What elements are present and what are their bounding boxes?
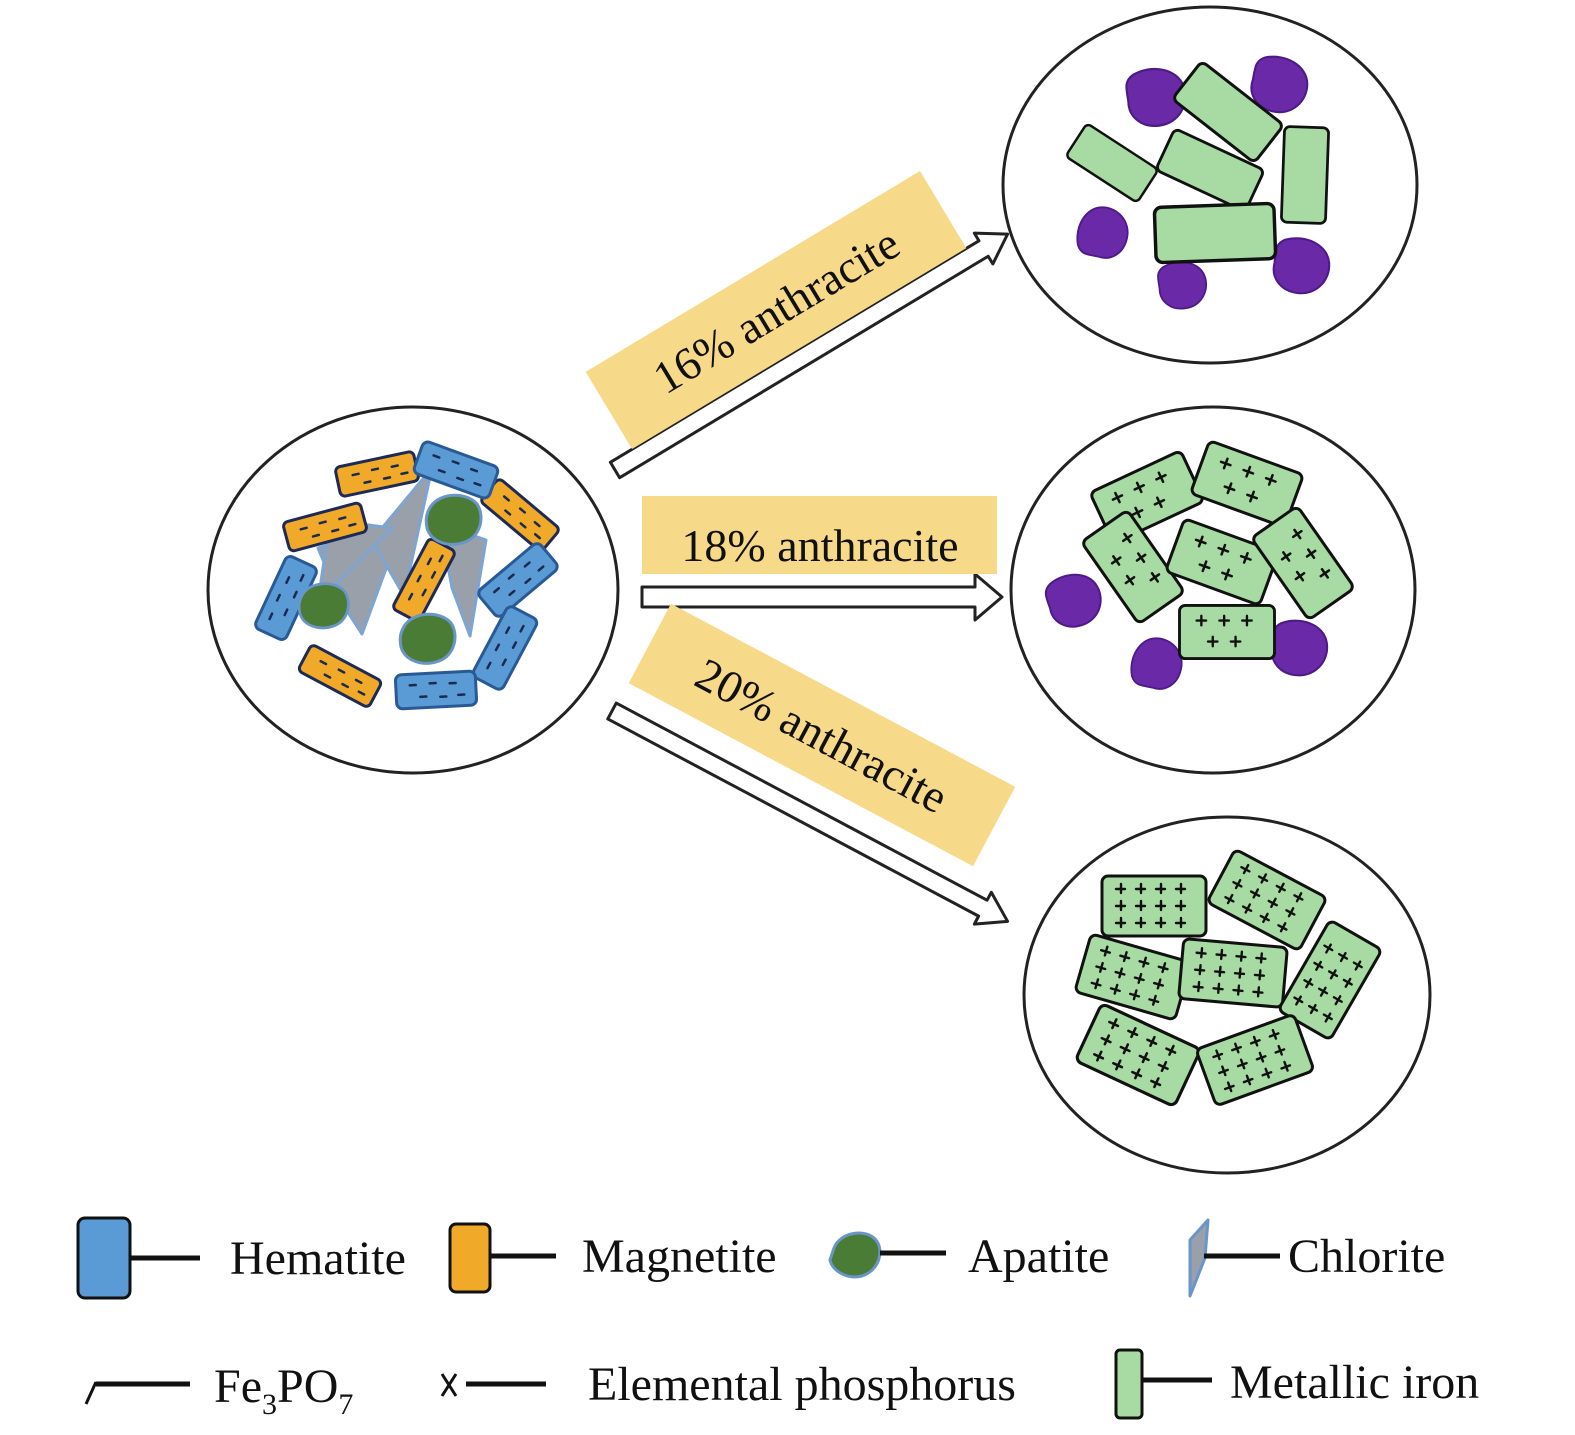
raw-ore-circle (206, 405, 620, 775)
legend-elemental-phosphorus: Elemental phosphorus (440, 1358, 1016, 1411)
legend-apatite: Apatite (828, 1230, 1109, 1283)
product-circle-16 (1001, 5, 1419, 365)
legend-elemental-phosphorus-label: Elemental phosphorus (588, 1358, 1016, 1411)
legend-apatite-label: Apatite (968, 1230, 1109, 1283)
legend-hematite: Hematite (76, 1216, 406, 1300)
apatite-swatch (828, 1231, 882, 1279)
legend-magnetite: Magnetite (448, 1222, 777, 1294)
legend-magnetite-label: Magnetite (582, 1230, 777, 1283)
product-circle-20 (1022, 815, 1432, 1175)
legend-chlorite-label: Chlorite (1288, 1230, 1445, 1283)
fe3po7-swatch (84, 1381, 98, 1405)
legend-fe3po7: Fe3PO7 (84, 1360, 353, 1421)
arrow-18-percent: 18% anthracite (640, 496, 1004, 622)
product-circle-18 (1009, 405, 1417, 775)
hematite-swatch (76, 1216, 132, 1300)
arrow-label-18: 18% anthracite (681, 520, 958, 571)
magnetite-swatch (448, 1222, 492, 1294)
legend: Hematite Magnetite Apatite Chlorite Fe3P… (76, 1216, 1479, 1421)
metallic-iron-swatch (1114, 1348, 1144, 1420)
legend-hematite-label: Hematite (230, 1232, 406, 1285)
arrow-20-percent: 20% anthracite (606, 603, 1016, 926)
arrow-16-percent: 16% anthracite (585, 170, 1010, 480)
elemental-phosphorus-swatch (440, 1373, 458, 1397)
legend-fe3po7-label: Fe3PO7 (214, 1360, 353, 1421)
legend-metallic-iron: Metallic iron (1114, 1348, 1479, 1420)
legend-metallic-iron-label: Metallic iron (1230, 1356, 1479, 1409)
legend-chlorite: Chlorite (1188, 1218, 1445, 1298)
